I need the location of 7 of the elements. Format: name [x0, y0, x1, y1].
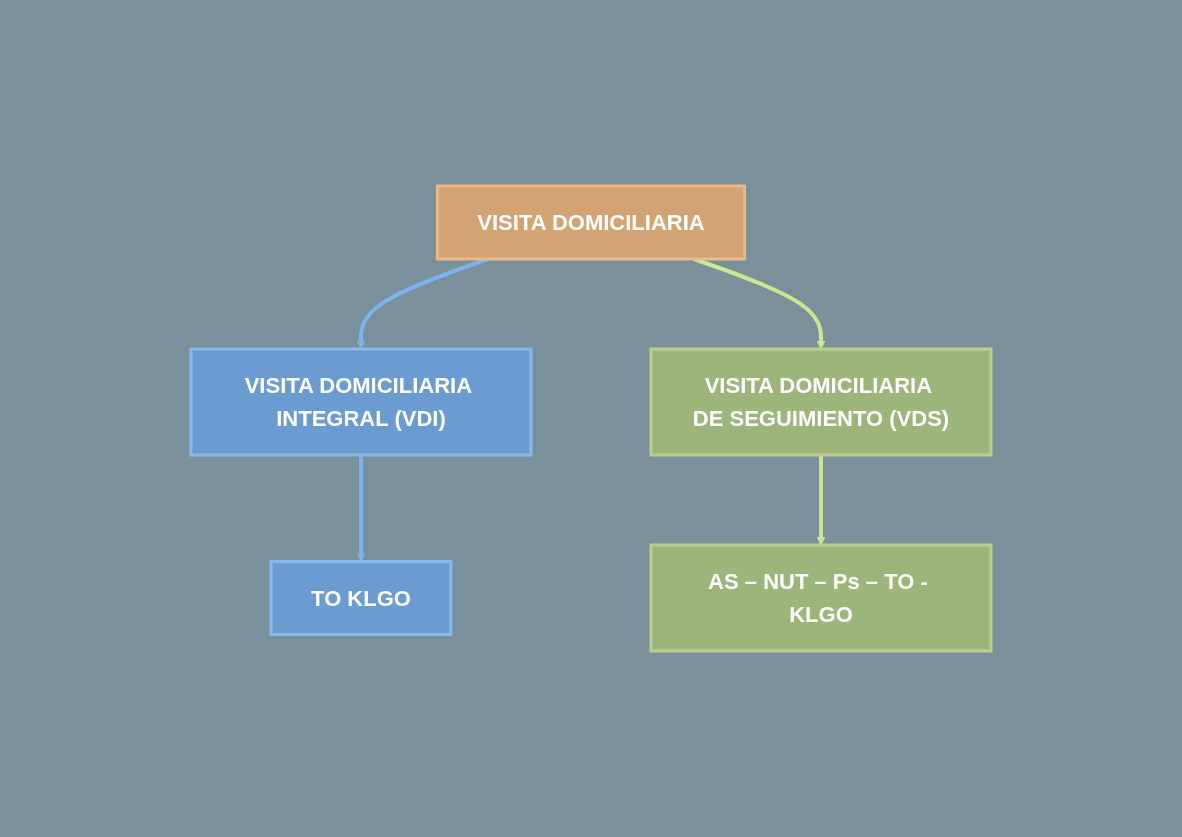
- node-box: TO KLGO: [269, 560, 453, 636]
- node-box: VISITA DOMICILIARIA DE SEGUIMIENTO (VDS): [649, 347, 993, 457]
- arrow: [816, 455, 826, 546]
- node-box: AS – NUT – Ps – TO - KLGO: [649, 543, 993, 653]
- node-box: VISITA DOMICILIARIA: [435, 184, 747, 261]
- node-box: VISITA DOMICILIARIA INTEGRAL (VDI): [189, 347, 533, 457]
- arrow: [356, 455, 366, 562]
